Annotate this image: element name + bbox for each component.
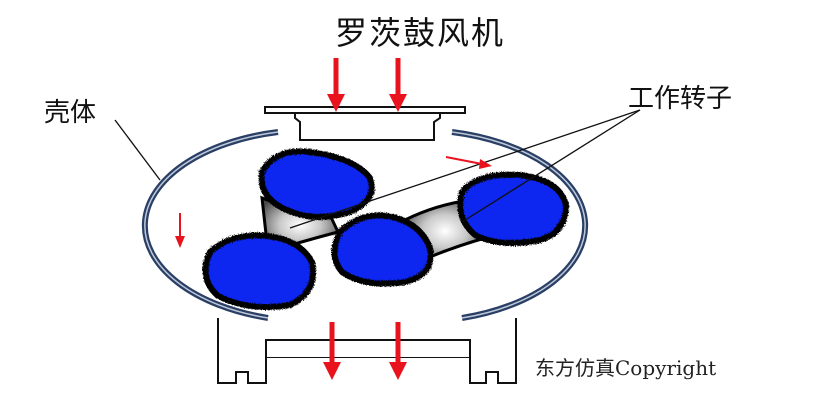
rotor-leader-line-left [289,109,641,229]
right-rotor-lobe-right [457,171,570,246]
housing [141,129,589,321]
copyright-credit: 东方仿真Copyright [535,356,717,380]
left-rotor-lobe-upper [258,148,375,220]
flow-direction-arrows [175,156,492,248]
left-rotor [202,148,375,311]
leader-lines [114,109,641,229]
right-rotor [331,171,570,287]
outlet-flange [217,318,517,384]
housing-label: 壳体 [44,98,97,128]
diagram-title: 罗茨鼓风机 [334,14,505,52]
outflow-arrows [323,322,407,380]
inflow-arrows [327,58,407,112]
right-rotor-lobe-left [331,212,434,287]
housing-leader-line [114,119,161,181]
rotor-leader-line-right [461,109,641,223]
left-rotor-lobe-lower [202,232,316,311]
inlet-flange [264,106,466,141]
rotors-label: 工作转子 [628,84,733,114]
